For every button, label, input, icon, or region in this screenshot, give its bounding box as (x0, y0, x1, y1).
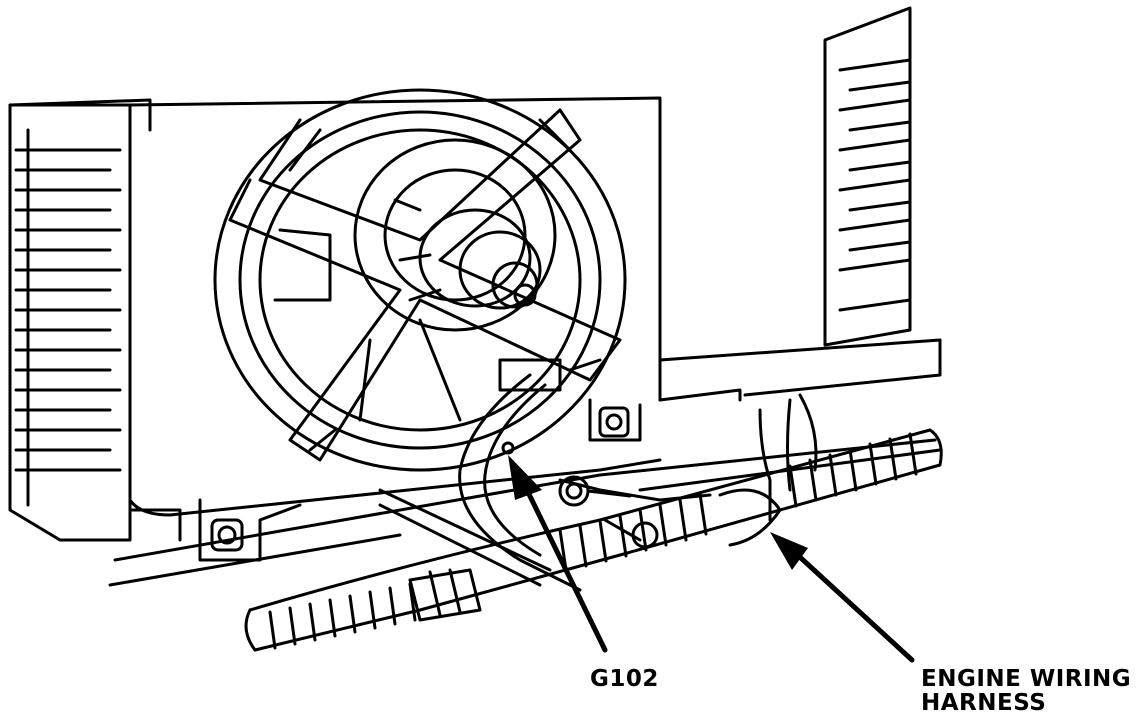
harness-arrowhead (770, 532, 808, 570)
fan-motor-hub (353, 138, 557, 332)
left-radiator-tank (8, 98, 182, 542)
callout-leaders (524, 487, 915, 663)
g102-arrowhead (508, 455, 542, 500)
callout-harness-line1: ENGINE WIRING (921, 666, 1132, 692)
callout-harness-line2: HARNESS (921, 690, 1047, 716)
callout-g102: G102 (590, 666, 659, 692)
right-radiator-tank (658, 6, 942, 402)
callout-engine-wiring-harness: ENGINE WIRING HARNESS (921, 667, 1131, 715)
